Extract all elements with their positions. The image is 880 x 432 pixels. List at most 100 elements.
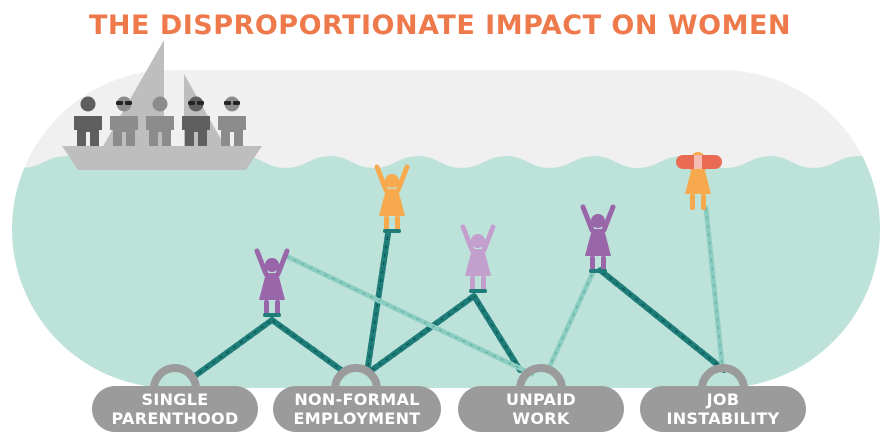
- person-body: [74, 116, 102, 146]
- person-icon: [218, 96, 246, 146]
- weight-ring: [516, 364, 566, 390]
- chains: [189, 205, 727, 381]
- weight-body: [640, 386, 806, 432]
- chain-link-centers: [547, 269, 595, 371]
- person-icon: [110, 96, 138, 146]
- life-ring-icon: [676, 155, 722, 169]
- chain-icon: [471, 293, 523, 373]
- weight-ring: [698, 364, 748, 390]
- weights: [92, 364, 806, 432]
- chain-links: [189, 317, 275, 381]
- boat-hull: [62, 146, 262, 170]
- chain-links: [369, 293, 477, 373]
- woman-arm: [460, 224, 475, 253]
- sunglasses-icon: [116, 101, 132, 105]
- weight-icon: [92, 364, 258, 432]
- page-title: THE DISPROPORTIONATE IMPACT ON WOMEN: [88, 10, 792, 41]
- woman-leg: [264, 300, 269, 316]
- weight-ring: [331, 364, 381, 390]
- woman-arm: [374, 164, 389, 193]
- sunglasses-lens: [188, 101, 195, 105]
- person-head: [80, 96, 96, 112]
- person-head: [224, 96, 240, 112]
- weight-label-unpaid-work: UNPAID WORK: [458, 386, 624, 432]
- sunglasses-lens: [197, 101, 204, 105]
- weight-label-line2: EMPLOYMENT: [293, 409, 421, 428]
- chain-link-centers: [599, 269, 725, 371]
- weight-label-job-instability: JOB INSTABILITY: [640, 386, 806, 432]
- weight-label-line1: UNPAID: [505, 390, 577, 409]
- person-head: [116, 96, 132, 112]
- person-body: [218, 116, 246, 146]
- life-ring-band: [694, 155, 702, 169]
- weight-ring: [150, 364, 200, 390]
- ankle-shackle: [469, 289, 487, 293]
- person-head: [152, 96, 168, 112]
- person-head: [188, 96, 204, 112]
- ankle-shackle: [263, 313, 281, 317]
- woman-leg: [384, 216, 389, 232]
- men-group: [74, 96, 246, 146]
- chain-icon: [189, 317, 275, 381]
- woman-icon: [460, 224, 496, 293]
- chain-icon: [597, 267, 727, 373]
- chain-link-centers: [367, 233, 389, 367]
- sunglasses-lens: [233, 101, 240, 105]
- sunglasses-lens: [125, 101, 132, 105]
- woman-icon: [254, 248, 290, 317]
- person-icon: [146, 96, 174, 146]
- woman-arm: [580, 204, 595, 233]
- woman-arm: [395, 164, 410, 193]
- weight-label-line1: SINGLE: [141, 390, 209, 409]
- chain-icon: [369, 293, 477, 373]
- weight-icon: [640, 364, 806, 432]
- woman-dress: [379, 189, 405, 216]
- woman-head: [471, 234, 485, 248]
- weight-label-line1: NON-FORMAL: [294, 390, 420, 409]
- weight-icon: [273, 364, 441, 432]
- weight-label-line2: WORK: [512, 409, 570, 428]
- chain-icon: [545, 267, 597, 373]
- weight-body: [273, 386, 441, 432]
- chain-icon: [703, 205, 725, 367]
- woman-dress: [465, 249, 491, 276]
- woman-leg: [470, 276, 475, 292]
- chain-icon: [283, 253, 535, 377]
- chain-link-centers: [473, 295, 521, 371]
- woman-arm: [481, 224, 496, 253]
- weight-label-line2: PARENTHOOD: [111, 409, 239, 428]
- woman-icon: [374, 164, 410, 233]
- weight-label-line2: INSTABILITY: [666, 409, 780, 428]
- chain-link-centers: [271, 319, 345, 373]
- person-body: [182, 116, 210, 146]
- chain-icon: [269, 317, 347, 375]
- weight-icon: [458, 364, 624, 432]
- woman-leg: [275, 300, 280, 316]
- woman-arm: [601, 204, 616, 233]
- woman-dress: [585, 229, 611, 256]
- chain-link-centers: [285, 255, 533, 375]
- person-body: [146, 116, 174, 146]
- sunglasses-lens: [224, 101, 231, 105]
- woman-leg: [590, 256, 595, 272]
- woman-arm: [275, 248, 290, 277]
- woman-icon: [580, 204, 616, 273]
- woman-leg: [690, 194, 695, 210]
- woman-dress: [259, 273, 285, 300]
- weight-body: [458, 386, 624, 432]
- woman-head: [591, 214, 605, 228]
- woman-leg: [395, 216, 400, 232]
- woman-leg: [601, 256, 606, 272]
- person-icon: [74, 96, 102, 146]
- woman-arm: [254, 248, 269, 277]
- person-body: [110, 116, 138, 146]
- sunglasses-icon: [224, 101, 240, 105]
- person-icon: [182, 96, 210, 146]
- woman-dress: [685, 167, 711, 194]
- woman-leg: [701, 194, 706, 210]
- weight-body: [92, 386, 258, 432]
- woman-leg: [481, 276, 486, 292]
- woman-head: [385, 174, 399, 188]
